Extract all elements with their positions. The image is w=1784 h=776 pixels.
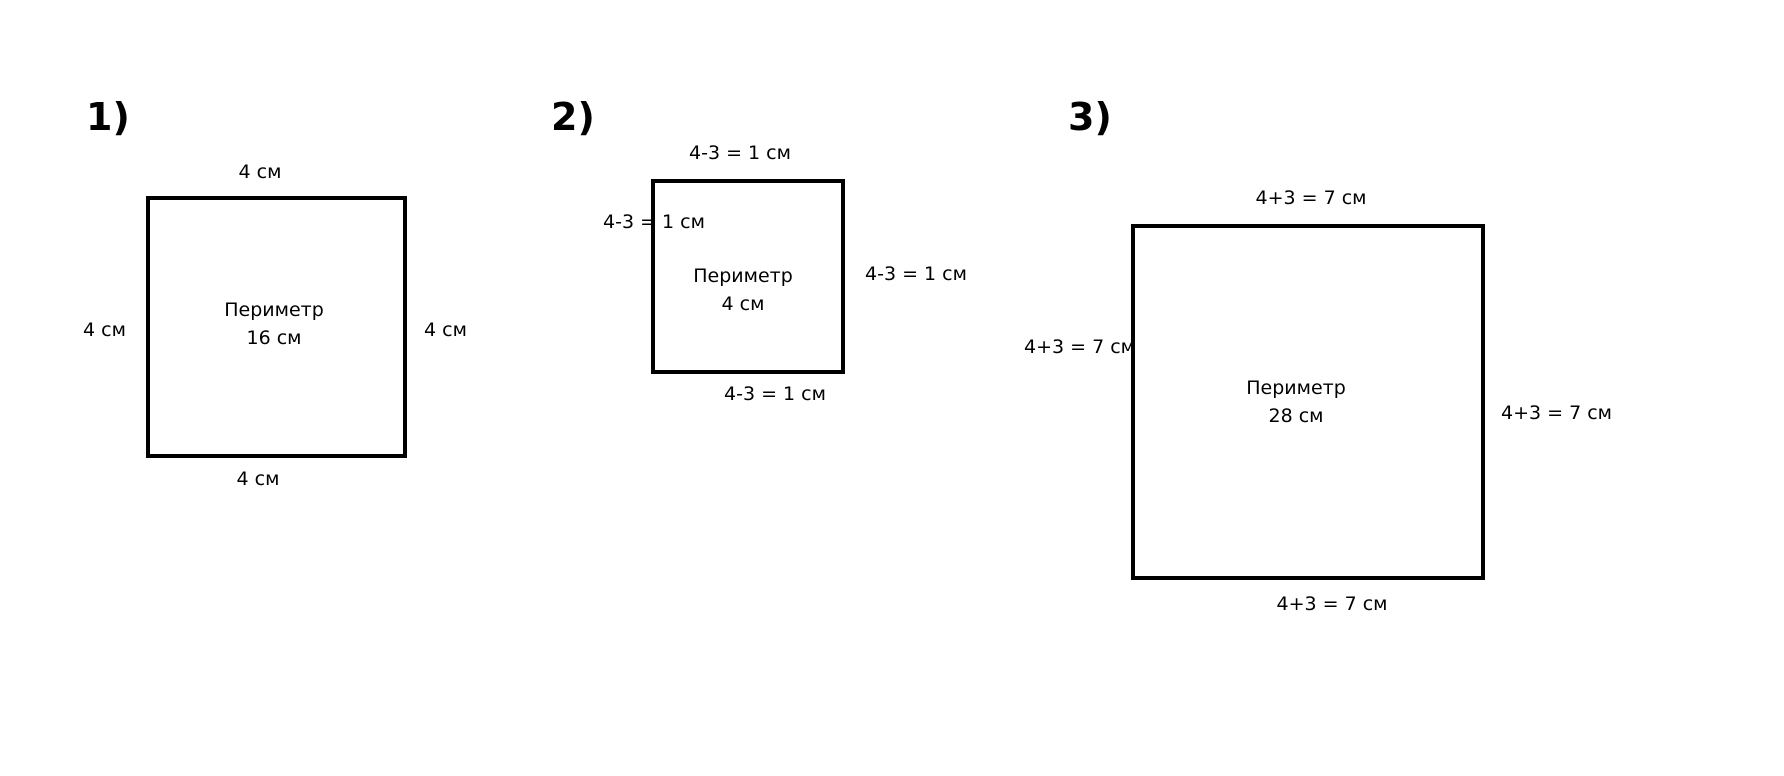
bottom-side-label: 4 см [236,468,280,490]
perimeter-value: 4 см [721,293,765,315]
perimeter-title: Периметр [224,299,324,321]
left-side-label: 4-3 = 1 см [603,211,705,233]
square [1131,224,1485,580]
top-side-label: 4-3 = 1 см [689,142,791,164]
top-side-label: 4+3 = 7 см [1255,187,1367,209]
figure-number: 2) [551,95,595,139]
top-side-label: 4 см [238,161,282,183]
left-side-label: 4 см [83,319,126,341]
perimeter-title: Периметр [1246,377,1346,399]
square [146,196,407,458]
perimeter-value: 16 см [246,327,302,349]
left-side-label: 4+3 = 7 см [1024,336,1136,358]
right-side-label: 4+3 = 7 см [1501,402,1613,424]
figure-number: 1) [86,95,130,139]
bottom-side-label: 4-3 = 1 см [724,383,826,405]
perimeter-title: Периметр [693,265,793,287]
perimeter-text: Периметр 16 см [224,296,324,352]
bottom-side-label: 4+3 = 7 см [1276,593,1388,615]
perimeter-text: Периметр 28 см [1246,374,1346,430]
figure-number: 3) [1068,95,1112,139]
perimeter-value: 28 см [1268,405,1324,427]
right-side-label: 4-3 = 1 см [865,263,967,285]
perimeter-text: Периметр 4 см [693,262,793,318]
right-side-label: 4 см [424,319,467,341]
square [651,179,845,374]
